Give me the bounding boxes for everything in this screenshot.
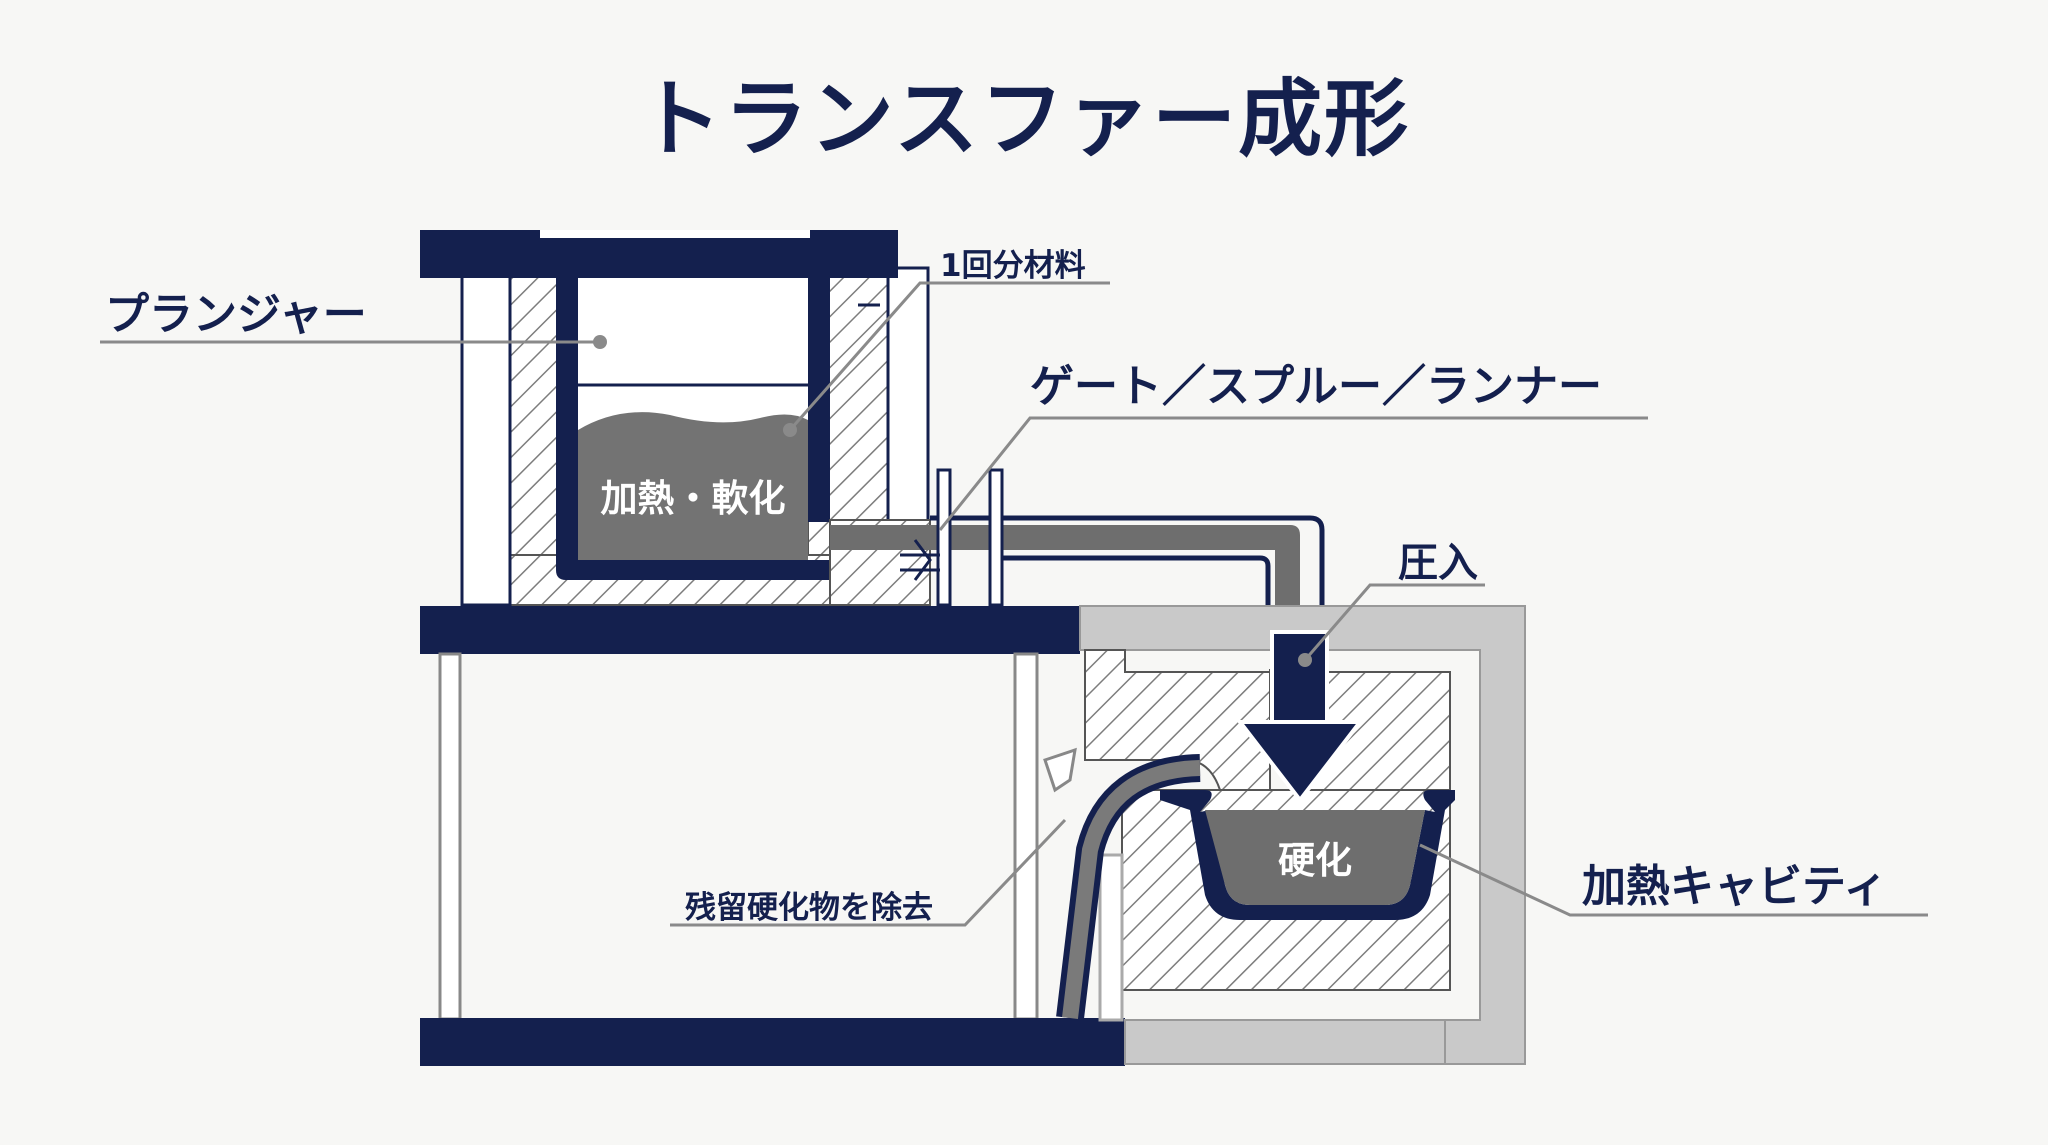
label-remove-residue: 残留硬化物を除去 — [685, 890, 933, 926]
leader-lines — [100, 281, 1928, 927]
label-gate-sprue-runner: ゲート／スプルー／ランナー — [1030, 361, 1602, 412]
pot-block — [420, 230, 930, 607]
page-title: トランスファー成形 — [637, 70, 1411, 168]
leader-dots — [593, 335, 1312, 667]
label-press: 圧入 — [1398, 540, 1478, 586]
label-curing: 硬化 — [1278, 839, 1352, 882]
bottom-plate — [420, 1018, 1125, 1066]
cavity-block — [1043, 605, 1526, 1065]
lower-frame — [420, 652, 1125, 1066]
label-plunger: プランジャー — [105, 289, 367, 340]
label-material: 1回分材料 — [940, 248, 1086, 284]
molding-material — [578, 412, 808, 560]
label-heated-cavity: 加熱キャビティ — [1582, 861, 1888, 912]
runner-system — [829, 468, 1325, 640]
label-heating-softening: 加熱・軟化 — [600, 477, 786, 520]
middle-plate — [420, 606, 1080, 654]
